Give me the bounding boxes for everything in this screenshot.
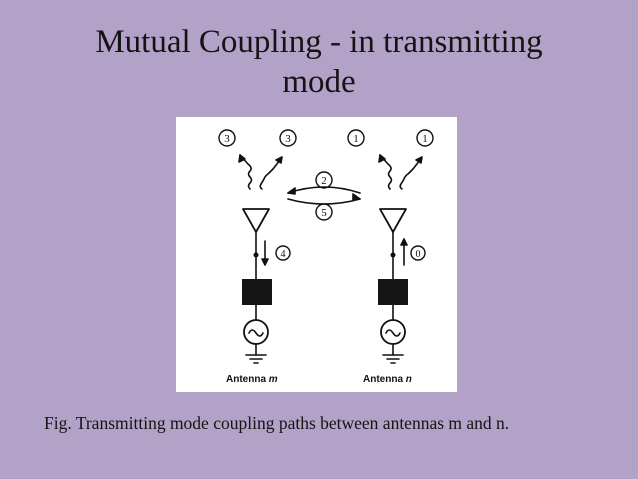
- antenna-m: [242, 208, 272, 364]
- arrow-4-down: [261, 258, 269, 266]
- coupling-arrow-5: [287, 193, 361, 205]
- antenna-n: [378, 208, 408, 364]
- coupling-diagram: 3 3 1 1 2 5 4 0: [176, 117, 457, 392]
- label-5: 5: [321, 207, 327, 219]
- label-circle-3-right: [279, 129, 297, 147]
- label-3-right: 3: [285, 133, 291, 145]
- title-line-2: mode: [282, 64, 356, 100]
- radiated-wave-left-n: [378, 154, 393, 190]
- antenna-m-label: Antenna m: [226, 374, 278, 385]
- figure-caption: Fig. Transmitting mode coupling paths be…: [44, 413, 510, 433]
- label-4: 4: [281, 249, 286, 260]
- title-line-1: Mutual Coupling - in transmitting: [95, 24, 543, 60]
- antenna-n-port-dot: [390, 252, 396, 258]
- radiated-wave-right-m: [259, 156, 283, 190]
- label-0: 0: [416, 249, 421, 260]
- label-circle-1-left: [347, 129, 365, 147]
- label-1-right: 1: [422, 133, 428, 145]
- label-circle-2: [315, 171, 333, 189]
- sine-icon-n: [385, 329, 401, 337]
- antenna-m-port-dot: [253, 252, 259, 258]
- label-circle-3-left: [218, 129, 236, 147]
- label-3-left: 3: [224, 133, 230, 145]
- label-circle-0: [410, 245, 426, 261]
- coupling-arrow-2: [287, 186, 361, 195]
- arrow-0-up: [400, 238, 408, 246]
- antenna-n-element: [379, 208, 407, 233]
- network-block-m: [242, 279, 272, 305]
- label-2: 2: [321, 175, 327, 187]
- label-circle-1-right: [416, 129, 434, 147]
- antenna-m-element: [242, 208, 270, 233]
- radiated-wave-right-n: [399, 156, 423, 190]
- label-circle-4: [275, 245, 291, 261]
- network-block-n: [378, 279, 408, 305]
- slide-title: Mutual Coupling - in transmitting mode: [40, 22, 598, 102]
- radiated-wave-left-m: [238, 154, 253, 190]
- antenna-n-label: Antenna n: [363, 374, 412, 385]
- coupling-diagram-svg: 3 3 1 1 2 5 4 0: [218, 129, 434, 385]
- label-1-left: 1: [353, 133, 359, 145]
- sine-icon-m: [248, 329, 264, 337]
